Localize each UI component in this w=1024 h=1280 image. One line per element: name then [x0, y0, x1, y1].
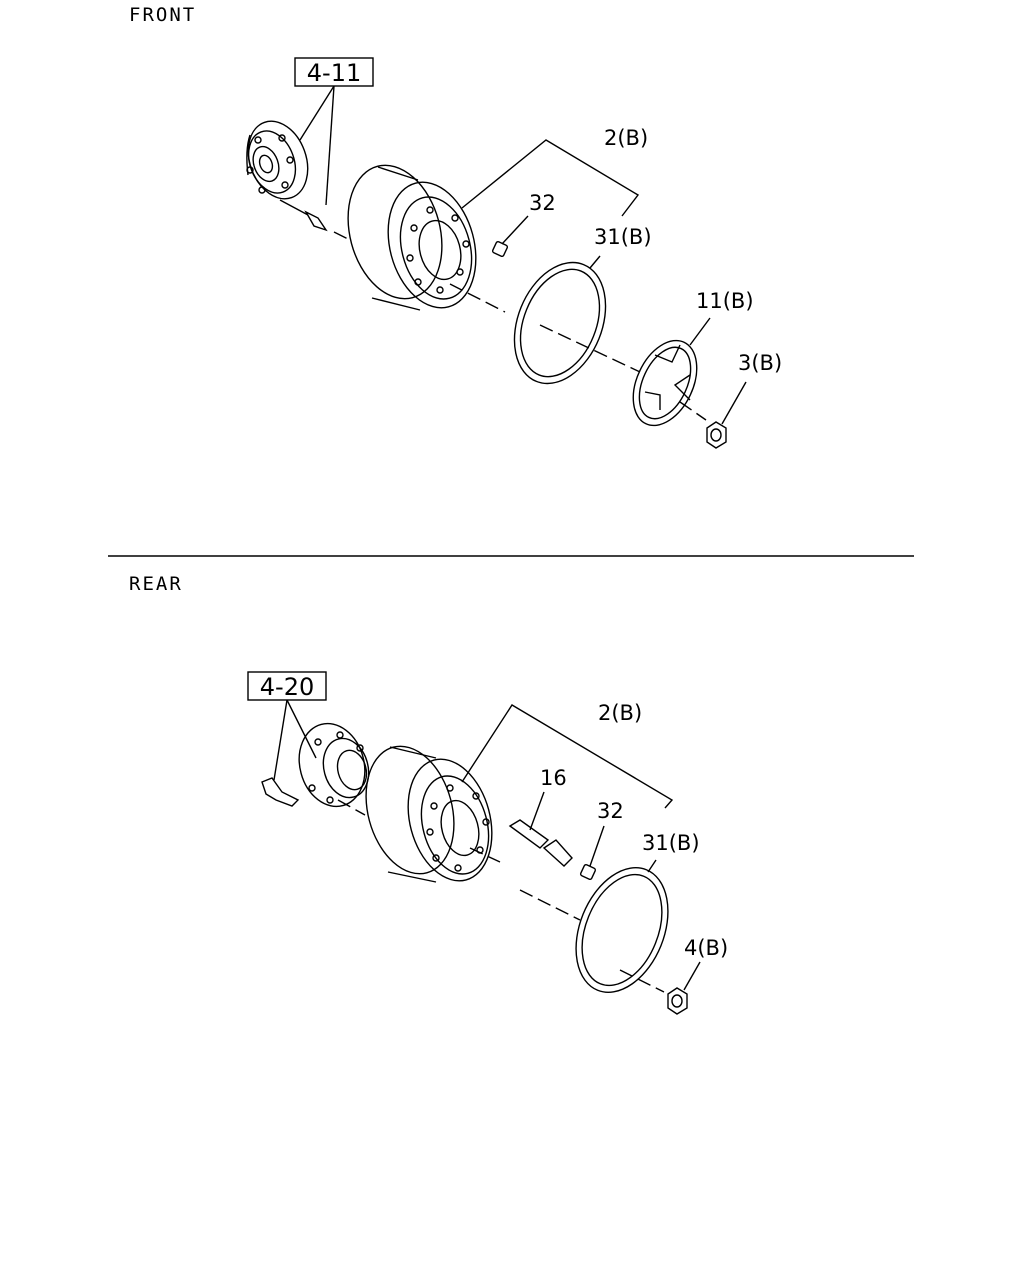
rear-ref-box-label: 4-20 — [260, 673, 314, 701]
front-assembly: 4-11 — [246, 57, 782, 449]
front-hub-cap — [632, 317, 711, 427]
rear-callout-valve-cap: 32 — [597, 799, 624, 823]
front-callout-wheel: 2(B) — [604, 126, 648, 150]
front-ref-box-label: 4-11 — [307, 59, 361, 87]
rear-callout-valve-extension: 16 — [540, 766, 567, 790]
rear-assembly: 4-20 — [247, 671, 728, 1015]
rear-callout-nut: 4(B) — [684, 936, 728, 960]
rear-valve-cap — [579, 825, 605, 881]
rear-section-heading: REAR — [129, 573, 183, 595]
front-callout-nut: 3(B) — [738, 351, 782, 375]
front-hub-bolt — [279, 199, 328, 232]
rear-callout-wheel: 2(B) — [598, 701, 642, 725]
front-wheel-rim — [347, 164, 477, 311]
front-callout-valve-cap: 32 — [529, 191, 556, 215]
rear-wheel-rim — [365, 745, 493, 883]
front-wheel-nut — [706, 381, 747, 449]
rear-wheel-nut — [667, 961, 701, 1015]
front-valve-cap — [491, 215, 529, 258]
front-section-heading: FRONT — [129, 4, 197, 26]
front-hub — [246, 120, 309, 200]
front-callout-side-ring: 31(B) — [594, 225, 652, 249]
rear-valve-extension — [508, 791, 573, 867]
rear-side-ring — [575, 859, 669, 993]
rear-callout-side-ring: 31(B) — [642, 831, 700, 855]
rear-hub — [298, 722, 370, 808]
front-side-ring — [513, 255, 607, 385]
front-callout-hub-cap: 11(B) — [696, 289, 754, 313]
rear-hub-bolt — [261, 777, 300, 807]
